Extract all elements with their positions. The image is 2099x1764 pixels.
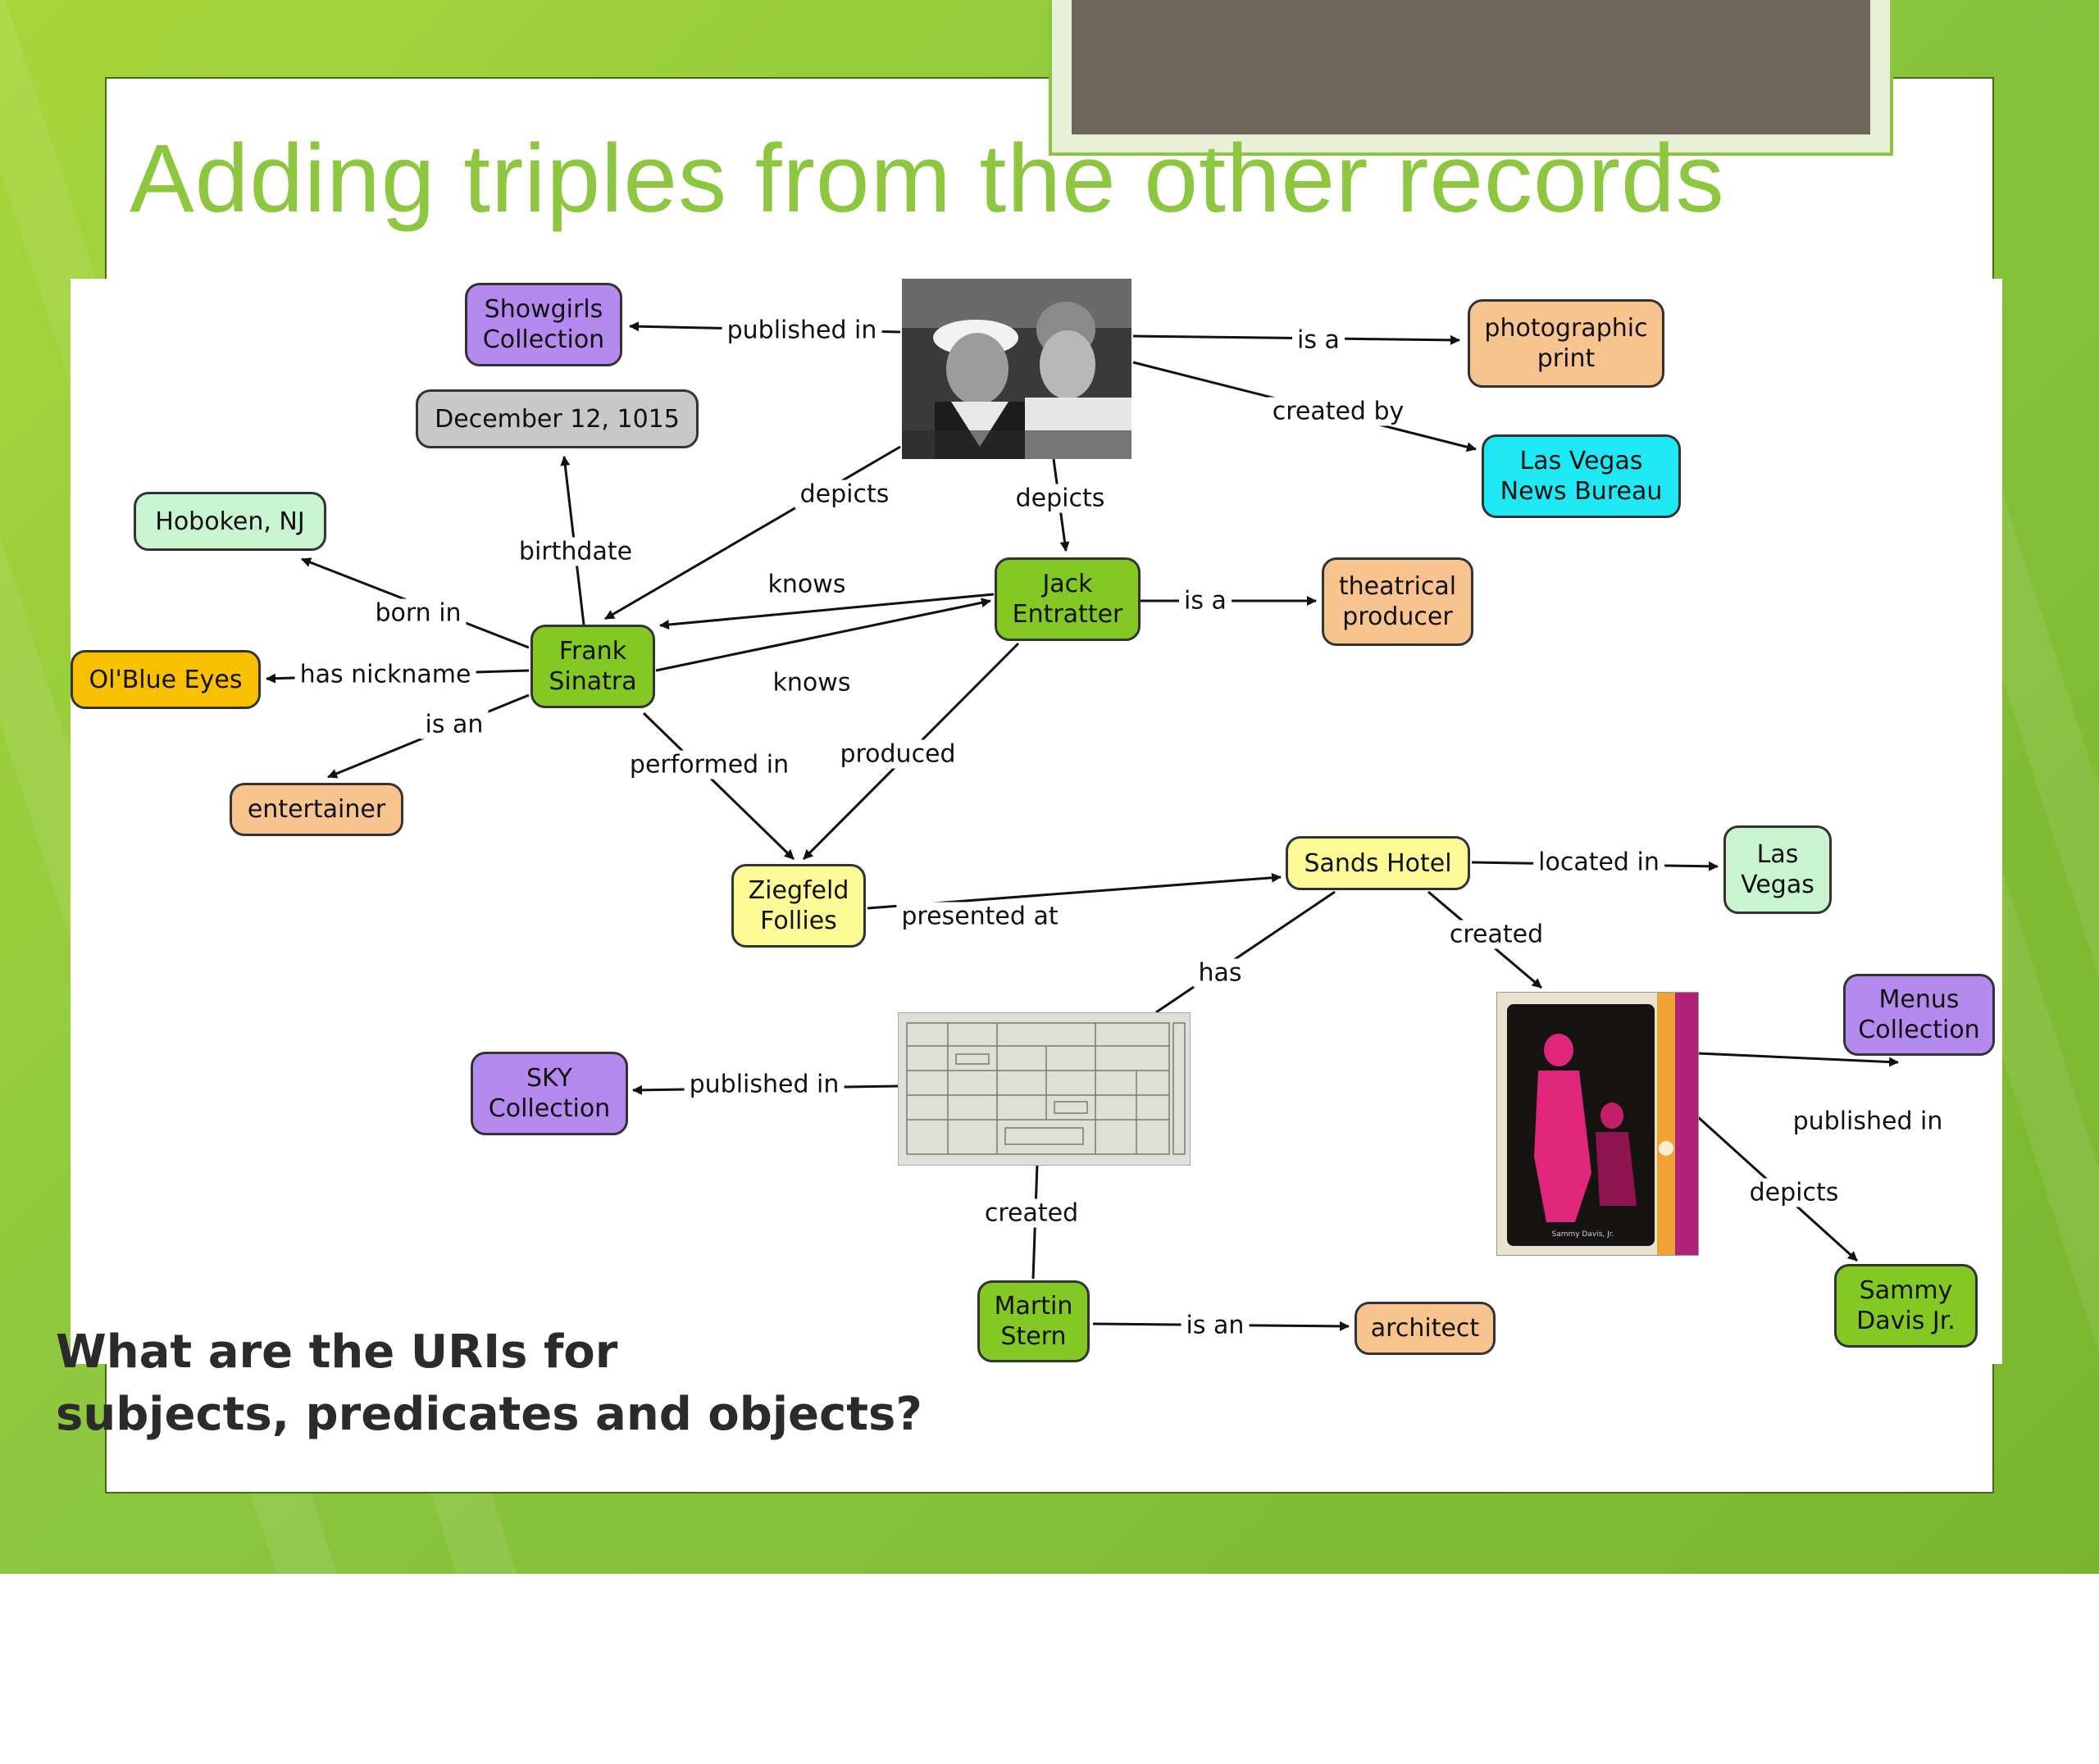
edge-label-knows: knows <box>767 668 856 698</box>
edge-label-knows: knows <box>763 570 851 599</box>
slide-title: Adding triples from the other records <box>130 125 1725 233</box>
edge-knows-frank-jack <box>655 598 991 672</box>
edge-has-plan <box>1155 890 1336 1014</box>
node-nickname: Ol'Blue Eyes <box>71 650 261 709</box>
edge-label-created: created <box>979 1198 1084 1228</box>
edge-label-is-an: is an <box>420 710 489 739</box>
node-jack-entratter: Jack Entratter <box>995 557 1141 641</box>
node-sammy-davis: Sammy Davis Jr. <box>1834 1264 1978 1348</box>
edge-label-produced: produced <box>835 739 961 769</box>
node-las-vegas-news-bureau: Las Vegas News Bureau <box>1482 434 1681 518</box>
edge-label-located-in: located in <box>1533 848 1664 877</box>
edge-knows-jack-frank <box>659 593 995 630</box>
node-showgirls-collection: Showgirls Collection <box>465 283 622 366</box>
edge-label-published-in: published in <box>722 316 882 345</box>
edge-label-is-a: is a <box>1179 586 1232 616</box>
edge-label-created: created <box>1444 920 1549 949</box>
edge-performed-in <box>642 712 795 861</box>
node-photographic-print: photographic print <box>1468 299 1664 388</box>
edge-label-created-by: created by <box>1267 397 1409 426</box>
edge-depicts-frank <box>604 445 901 621</box>
photo-frank-and-jack <box>902 279 1131 459</box>
edge-label-depicts: depicts <box>1010 484 1110 513</box>
edge-label-presented-at: presented at <box>896 902 1063 931</box>
sands-poster-image: Sammy Davis, Jr. <box>1496 992 1699 1256</box>
edge-label-depicts: depicts <box>795 480 895 509</box>
plan-illustration <box>899 1013 1190 1165</box>
node-entertainer: entertainer <box>230 783 403 836</box>
edge-label-has: has <box>1193 958 1247 988</box>
node-hoboken: Hoboken, NJ <box>134 492 326 551</box>
header-decoration-inner <box>1072 0 1870 134</box>
edge-label-is-a: is a <box>1292 325 1345 355</box>
node-architect: architect <box>1355 1302 1496 1355</box>
node-martin-stern: Martin Stern <box>977 1280 1090 1362</box>
edge-label-has-nickname: has nickname <box>294 660 476 689</box>
node-sky-collection: SKY Collection <box>471 1052 628 1135</box>
node-ziegfeld-follies: Ziegfeld Follies <box>731 864 866 948</box>
slide-question: What are the URIs for subjects, predicat… <box>56 1325 922 1441</box>
edge-label-performed-in: performed in <box>624 750 795 780</box>
photo-illustration <box>902 279 1131 459</box>
node-sands-hotel: Sands Hotel <box>1286 836 1470 890</box>
edge-label-published-in: published in <box>684 1070 845 1099</box>
node-theatrical-producer: theatrical producer <box>1322 557 1473 646</box>
poster-illustration <box>1497 993 1698 1255</box>
node-las-vegas: Las Vegas <box>1723 825 1832 914</box>
edge-label-published-in: published in <box>1787 1107 1948 1136</box>
edge-label-birthdate: birthdate <box>513 537 638 566</box>
node-menus-collection: Menus Collection <box>1843 974 1995 1056</box>
edge-published-in-menus <box>1696 1052 1899 1067</box>
edge-label-depicts: depicts <box>1744 1178 1844 1207</box>
header-decoration <box>1049 0 1893 156</box>
node-birthdate-value: December 12, 1015 <box>416 389 699 448</box>
poster-caption: Sammy Davis, Jr. <box>1551 1230 1614 1239</box>
node-frank-sinatra: Frank Sinatra <box>530 625 655 708</box>
architectural-plan-image <box>898 1012 1191 1166</box>
edge-label-born-in: born in <box>370 598 467 628</box>
edge-label-is-an: is an <box>1181 1311 1250 1340</box>
